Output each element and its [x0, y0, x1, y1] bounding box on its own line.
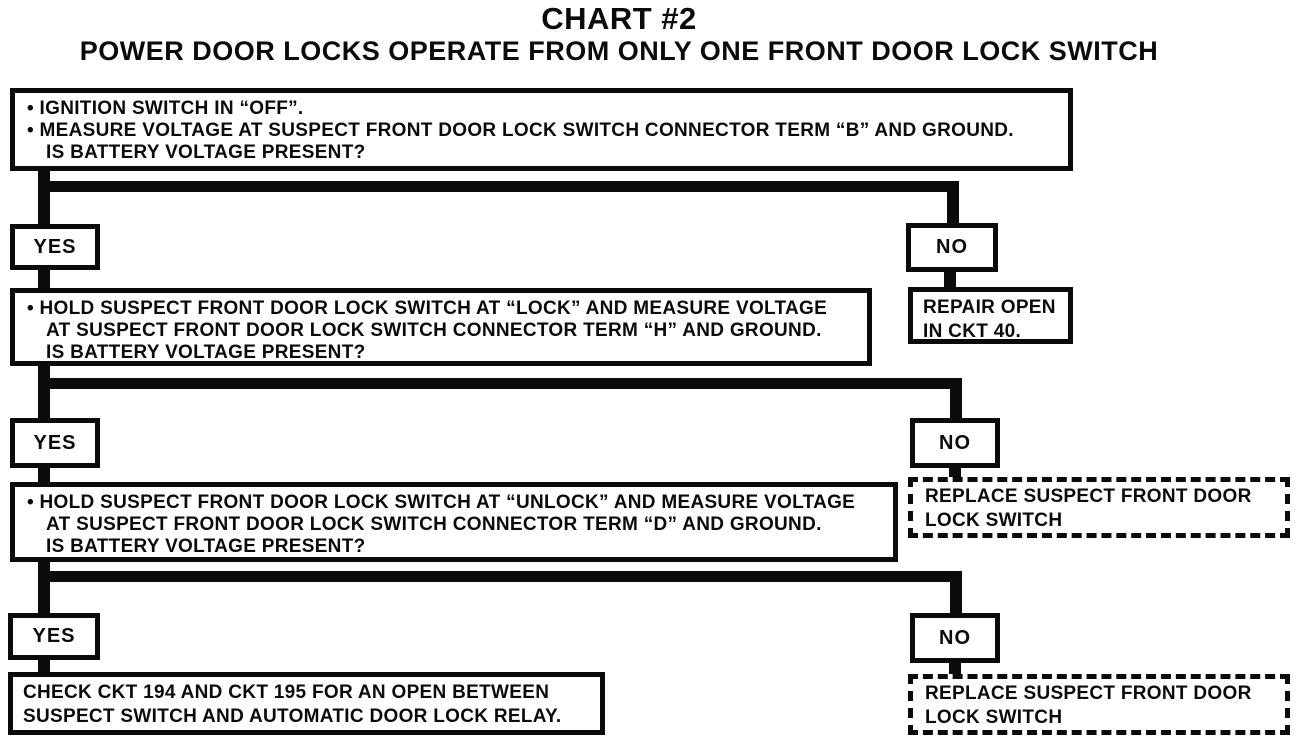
flow-line-horizontal: [38, 181, 959, 192]
text-line: IN CKT 40.: [923, 321, 1022, 342]
text-line: • MEASURE VOLTAGE AT SUSPECT FRONT DOOR …: [27, 120, 1014, 141]
text-line: REPAIR OPEN: [923, 297, 1056, 318]
title-block: CHART #2 POWER DOOR LOCKS OPERATE FROM O…: [0, 1, 1238, 67]
flow-line-vertical: [944, 270, 956, 288]
yes-branch-2: YES: [10, 418, 100, 468]
no-branch-3: NO: [910, 613, 1000, 663]
text-line: • HOLD SUSPECT FRONT DOOR LOCK SWITCH AT…: [27, 298, 828, 319]
no-branch-2: NO: [910, 418, 1000, 468]
decision-box-term-h-voltage: • HOLD SUSPECT FRONT DOOR LOCK SWITCH AT…: [10, 288, 872, 366]
action-box-replace-switch-1: REPLACE SUSPECT FRONT DOOR LOCK SWITCH: [908, 477, 1290, 538]
decision-box-term-d-voltage: • HOLD SUSPECT FRONT DOOR LOCK SWITCH AT…: [10, 482, 898, 562]
flow-line-vertical: [950, 571, 962, 615]
flow-line-vertical: [947, 181, 959, 225]
text-line: • IGNITION SWITCH IN “OFF”.: [27, 98, 304, 119]
flow-line-vertical: [38, 268, 50, 290]
text-line: SUSPECT SWITCH AND AUTOMATIC DOOR LOCK R…: [23, 706, 562, 727]
text-line: AT SUSPECT FRONT DOOR LOCK SWITCH CONNEC…: [46, 320, 822, 341]
action-box-repair-ckt40: REPAIR OPEN IN CKT 40.: [908, 287, 1073, 344]
yes-branch-1: YES: [10, 224, 100, 270]
flow-line-vertical: [38, 658, 50, 674]
flow-line-vertical: [950, 378, 962, 420]
flow-line-horizontal: [38, 378, 962, 389]
flow-line-horizontal: [38, 571, 962, 582]
flow-line-vertical: [38, 466, 50, 484]
text-line: REPLACE SUSPECT FRONT DOOR: [925, 683, 1252, 704]
flow-line-vertical: [949, 661, 961, 677]
text-line: CHECK CKT 194 AND CKT 195 FOR AN OPEN BE…: [23, 682, 550, 703]
text-line: LOCK SWITCH: [925, 510, 1063, 531]
text-line: • HOLD SUSPECT FRONT DOOR LOCK SWITCH AT…: [27, 492, 856, 513]
text-line: IS BATTERY VOLTAGE PRESENT?: [46, 142, 366, 163]
yes-branch-3: YES: [8, 613, 100, 660]
flow-line-vertical: [949, 466, 961, 480]
flow-line-vertical: [38, 560, 50, 615]
text-line: AT SUSPECT FRONT DOOR LOCK SWITCH CONNEC…: [46, 514, 822, 535]
text-line: IS BATTERY VOLTAGE PRESENT?: [46, 342, 366, 363]
decision-box-term-b-voltage: • IGNITION SWITCH IN “OFF”. • MEASURE VO…: [10, 88, 1073, 171]
no-branch-1: NO: [906, 223, 998, 272]
flow-line-vertical: [38, 168, 50, 224]
text-line: IS BATTERY VOLTAGE PRESENT?: [46, 536, 366, 557]
text-line: LOCK SWITCH: [925, 707, 1063, 728]
page-title: CHART #2: [541, 1, 697, 36]
text-line: REPLACE SUSPECT FRONT DOOR: [925, 486, 1252, 507]
page-subtitle: POWER DOOR LOCKS OPERATE FROM ONLY ONE F…: [79, 36, 1159, 66]
flow-line-vertical: [38, 364, 50, 420]
action-box-replace-switch-2: REPLACE SUSPECT FRONT DOOR LOCK SWITCH: [908, 674, 1290, 735]
action-box-check-ckt-194-195: CHECK CKT 194 AND CKT 195 FOR AN OPEN BE…: [8, 672, 605, 735]
